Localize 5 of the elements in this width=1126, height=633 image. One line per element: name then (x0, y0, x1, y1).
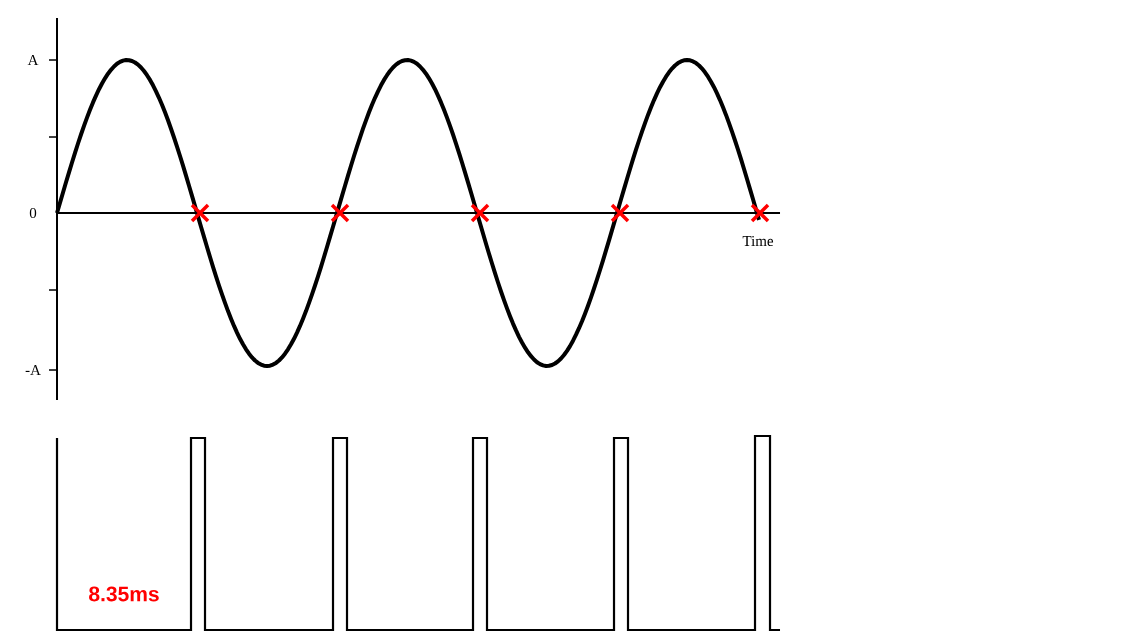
period-label: 8.35ms (89, 586, 159, 602)
axis-label: A (27, 55, 39, 65)
axis-label: 0 (29, 207, 37, 219)
axis-label: -A (25, 365, 41, 375)
axis-label: Time (742, 235, 774, 247)
